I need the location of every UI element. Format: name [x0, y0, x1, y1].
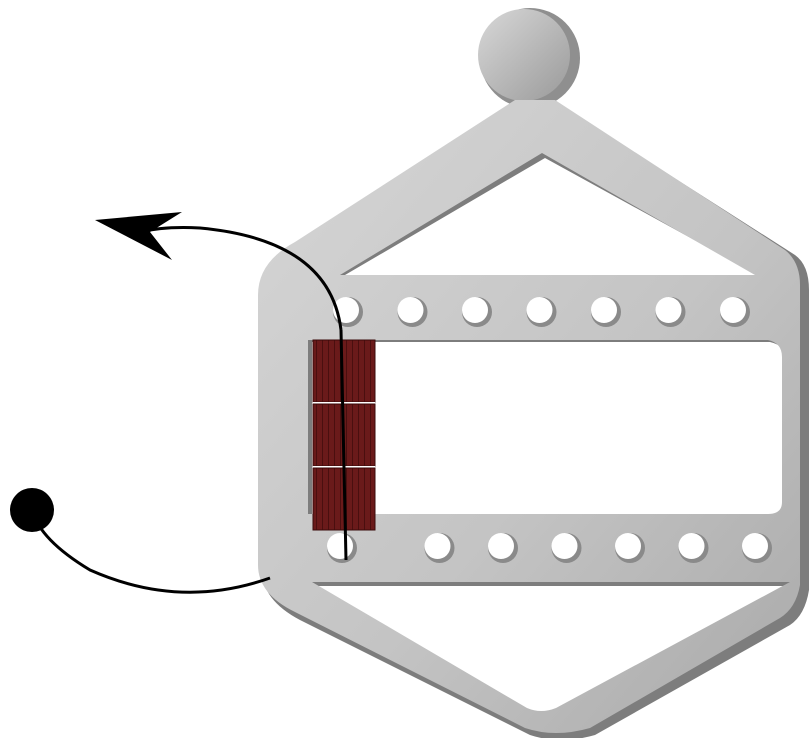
- hole: [397, 297, 424, 323]
- hole: [462, 297, 488, 323]
- top-hole-row: [333, 297, 750, 327]
- hole: [615, 533, 641, 559]
- thread-line-vertical: [339, 329, 348, 561]
- hole: [742, 533, 768, 559]
- arrowhead-icon: [95, 212, 182, 260]
- thread-line-lower: [30, 509, 271, 594]
- hole: [526, 297, 553, 323]
- hole: [424, 533, 451, 559]
- wrap-segment: [312, 339, 376, 403]
- pendant-loop: [478, 8, 580, 108]
- hole: [327, 533, 353, 559]
- hexagon-frame: [258, 100, 809, 738]
- hole: [488, 533, 514, 559]
- thread-line-upper: [139, 226, 343, 331]
- hole: [551, 533, 578, 559]
- hole: [678, 533, 705, 559]
- thread-start-dot-icon: [10, 488, 54, 532]
- hole: [655, 297, 682, 323]
- hole: [591, 297, 617, 323]
- hole: [720, 297, 746, 323]
- thread-path: [10, 212, 348, 594]
